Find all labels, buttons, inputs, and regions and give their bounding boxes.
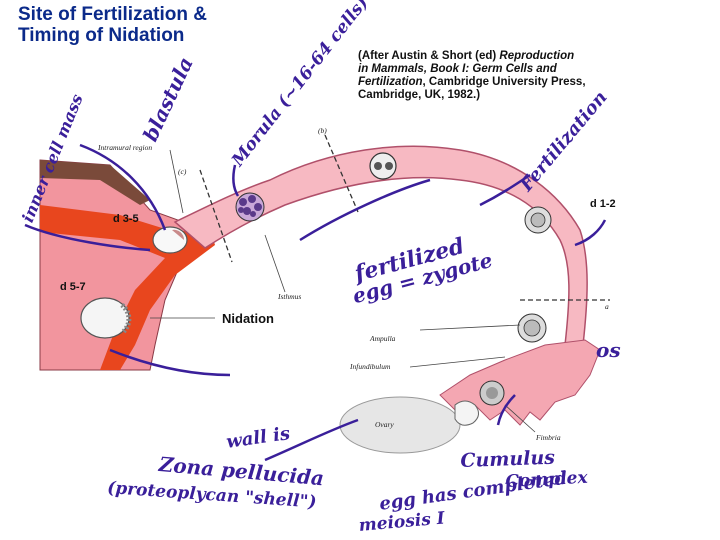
label-ovary: Ovary [375,420,394,429]
label-day-3-5: d 3-5 [113,213,139,225]
infundibulum [439,339,601,426]
egg-fertilization-site [524,206,552,234]
implanting-embryo [80,297,132,339]
citation-line-3: Fertilization, Cambridge University Pres… [358,76,648,89]
citation-text: (After Austin & Short (ed) [358,50,500,62]
region-line-c [199,169,233,263]
citation-book-title: Reproduction [499,50,575,62]
egg-ampulla [517,313,547,343]
label-ampulla: Ampulla [370,334,396,343]
title-line-1: Site of Fertilization & [18,4,207,25]
label-infundibulum: Infundibulum [350,362,391,371]
label-fimbria: Fimbria [536,433,561,442]
citation-line-1: (After Austin & Short (ed) Reproduction [358,50,648,63]
ovary [339,396,461,454]
label-intramural-region: Intramural region [98,143,153,152]
label-nidation: Nidation [222,311,274,326]
leader-lines [150,149,536,433]
label-day-5-7: d 5-7 [60,281,86,293]
label-region-a: a [605,302,609,311]
hand-os: os [596,338,621,362]
label-region-b: (b) [318,126,327,135]
citation-line-4: Cambridge, UK, 1982.) [358,89,481,101]
citation-book-title-end: Fertilization [358,76,423,88]
blastocyst [152,226,188,254]
uterus-top-band [40,160,150,205]
citation: (After Austin & Short (ed) Reproduction … [358,50,648,102]
egg-ovulated [479,380,505,406]
cumulus-mass [454,400,479,426]
citation-line-2: in Mammals, Book I: Germ Cells and [358,63,648,76]
morula-cluster [235,192,265,222]
label-isthmus: Isthmus [278,292,302,301]
citation-book-title-cont: in Mammals, Book I: Germ Cells and [358,63,557,75]
title-line-2: Timing of Nidation [18,25,185,46]
label-day-1-2: d 1-2 [590,198,616,210]
label-region-c: (c) [178,167,187,176]
region-line-b [324,134,359,213]
hand-cumulus: Cumulus [460,446,556,472]
two-cell-embryo [369,152,397,180]
hand-arrows [24,143,607,462]
page-title: Site of Fertilization & Timing of Nidati… [18,4,207,46]
citation-publisher: , Cambridge University Press, [422,76,586,88]
